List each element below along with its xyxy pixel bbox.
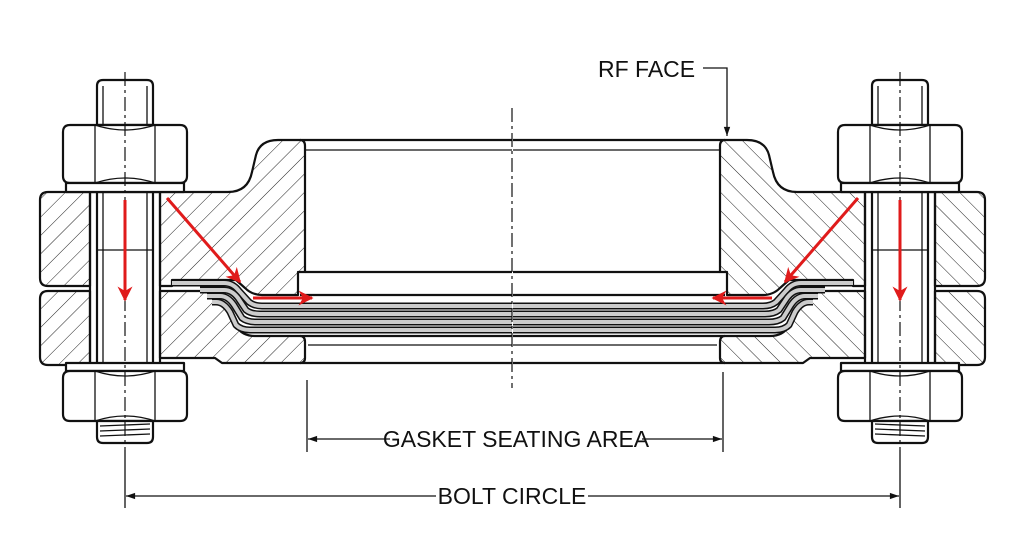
left-flange-half [40, 72, 512, 450]
gasket-seating-area-label: GASKET SEATING AREA [383, 426, 650, 452]
rf-face-leader-arrow [703, 67, 731, 136]
bolt-circle-label: BOLT CIRCLE [438, 483, 587, 509]
rf-face-label: RF FACE [598, 56, 695, 82]
right-flange-half [513, 72, 985, 450]
